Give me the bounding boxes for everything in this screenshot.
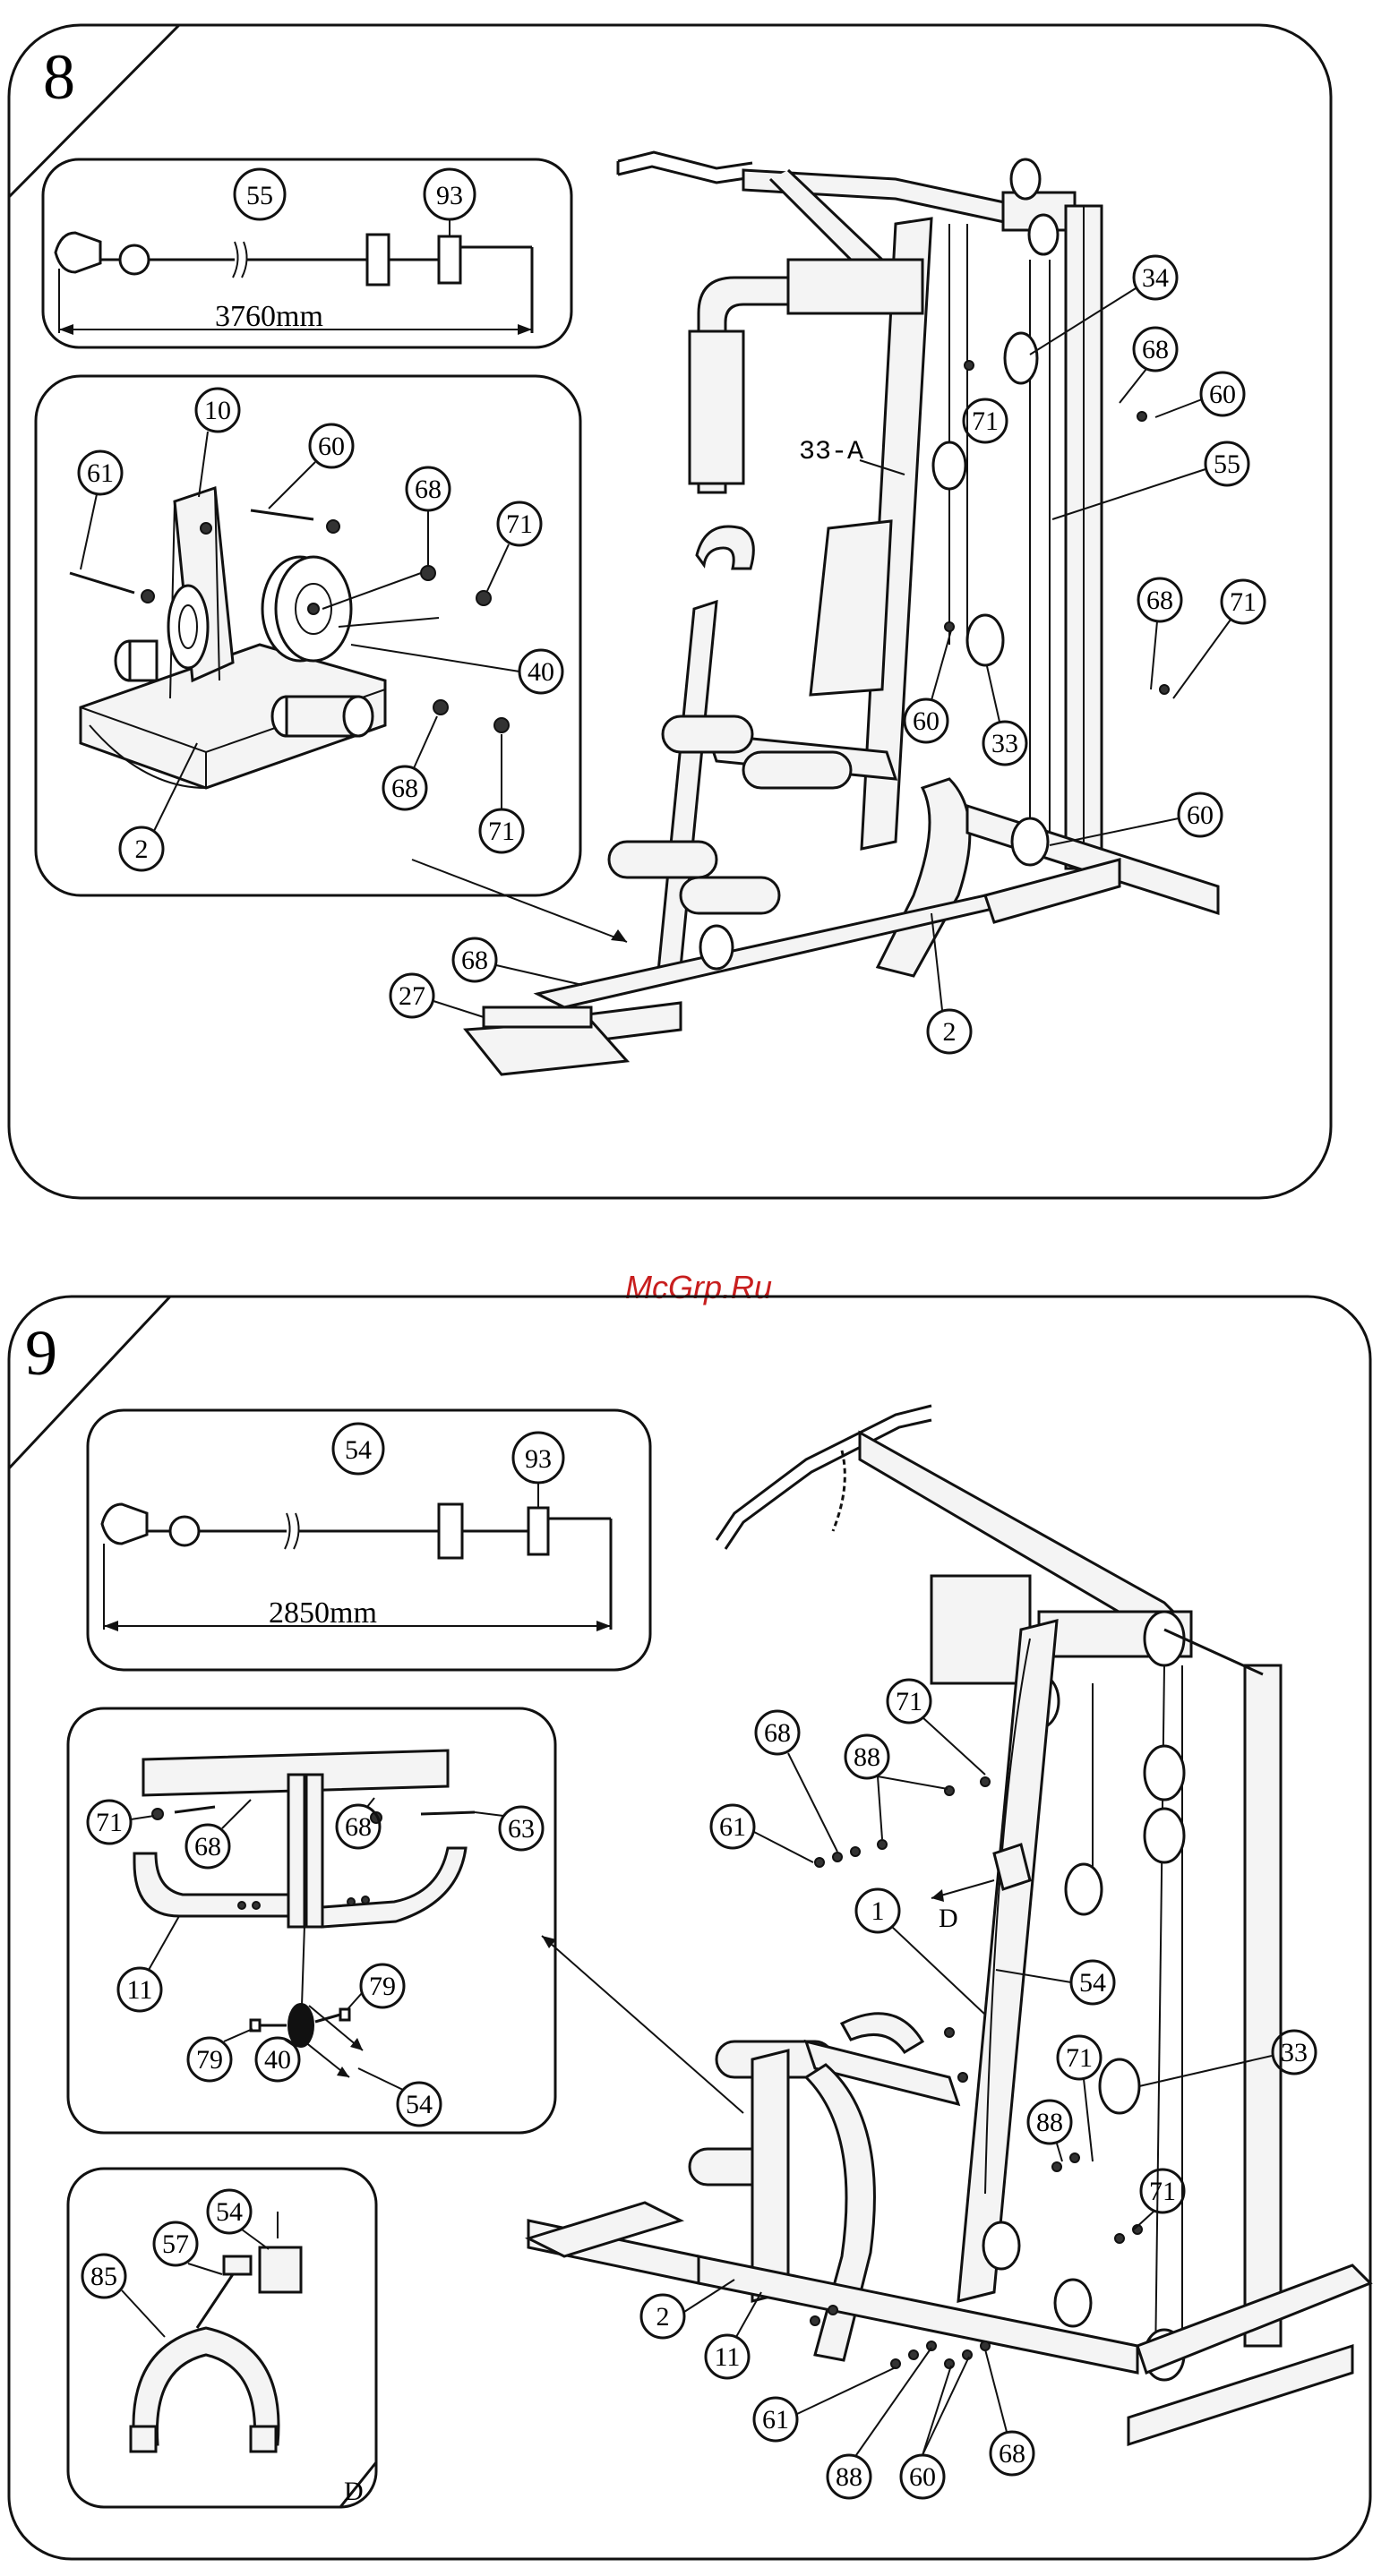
step-8-label-27: 27 xyxy=(399,981,425,1011)
step-9-label-61b: 61 xyxy=(762,2405,789,2435)
step-9-label-88a: 88 xyxy=(854,1742,880,1772)
step-9-label-54: 54 xyxy=(1079,1968,1106,1998)
step-9-handle-label-85: 85 xyxy=(90,2262,117,2291)
step-9-label-11: 11 xyxy=(715,2342,741,2372)
step-9-label-71c: 71 xyxy=(1149,2177,1176,2206)
step-8-cable-part-label: 55 xyxy=(246,181,273,210)
step-8-label-10: 10 xyxy=(204,396,231,425)
step-8-label-68b: 68 xyxy=(1146,586,1173,615)
step-8-label-40: 40 xyxy=(528,657,554,687)
step-8-stop-part-label: 93 xyxy=(436,181,463,210)
step-9-handle-label-54: 54 xyxy=(216,2197,243,2227)
step-8-label-33a: 33-A xyxy=(799,437,863,467)
step-8-machine-drawing xyxy=(466,152,1218,1074)
step-9-panel: 9 2850mm 54 93 xyxy=(9,1297,1370,2559)
step-9-cable-part-label: 54 xyxy=(345,1435,372,1465)
step-9-number: 9 xyxy=(25,1317,57,1389)
step-9-label-88c: 88 xyxy=(836,2462,862,2492)
step-9-label-68a: 68 xyxy=(764,1718,791,1748)
step-9-bar-label-11: 11 xyxy=(127,1975,153,2005)
step-8-label-34: 34 xyxy=(1142,263,1169,293)
step-8-label-2: 2 xyxy=(943,1017,957,1047)
step-9-handle-label-57: 57 xyxy=(162,2229,189,2259)
step-9-label-D: D xyxy=(939,1904,958,1933)
step-8-label-2: 2 xyxy=(135,834,149,864)
step-8-label-68c: 68 xyxy=(461,946,488,975)
step-8-pulley-detail: 10 60 61 68 71 40 68 71 2 xyxy=(36,376,580,895)
step-9-handle-label-D: D xyxy=(344,2477,364,2506)
step-8-label-71b: 71 xyxy=(488,817,515,846)
step-8-cable-length: 3760mm xyxy=(215,300,323,333)
step-9-bar-label-79b: 79 xyxy=(196,2045,223,2075)
step-8-cable-detail: 3760mm 55 93 xyxy=(43,159,571,347)
step-8-number: 8 xyxy=(43,41,75,113)
step-8-label-60b: 60 xyxy=(1187,800,1214,830)
step-9-label-71b: 71 xyxy=(1066,2043,1093,2073)
step-9-bar-label-79a: 79 xyxy=(369,1972,396,2001)
step-8-label-71a: 71 xyxy=(506,509,533,539)
step-9-bar-label-68b: 68 xyxy=(345,1812,372,1842)
step-9-label-60: 60 xyxy=(909,2462,936,2492)
step-9-label-68b: 68 xyxy=(999,2439,1025,2469)
step-8-label-71b: 71 xyxy=(1230,587,1257,617)
step-8-label-68a: 68 xyxy=(415,475,442,504)
step-9-bar-label-71: 71 xyxy=(96,1808,123,1837)
step-8-label-68b: 68 xyxy=(391,774,418,803)
step-8-label-71a: 71 xyxy=(972,407,999,436)
step-9-stop-part-label: 93 xyxy=(525,1444,552,1474)
step-9-label-1: 1 xyxy=(871,1896,885,1926)
step-8-label-33: 33 xyxy=(991,729,1018,758)
step-9-bar-label-68a: 68 xyxy=(194,1832,221,1861)
step-9-cable-length: 2850mm xyxy=(269,1596,377,1630)
step-9-bar-label-40: 40 xyxy=(264,2045,291,2075)
step-9-bar-label-63: 63 xyxy=(508,1814,535,1844)
step-9-label-71a: 71 xyxy=(896,1687,922,1716)
step-9-label-33: 33 xyxy=(1281,2038,1308,2067)
step-8-label-68a: 68 xyxy=(1142,335,1169,364)
step-8-label-55: 55 xyxy=(1214,449,1240,479)
step-9-label-61a: 61 xyxy=(719,1812,746,1842)
step-8-label-60: 60 xyxy=(318,432,345,461)
step-9-bar-label-54: 54 xyxy=(406,2090,433,2119)
step-8-label-60a: 60 xyxy=(1209,380,1236,409)
step-8-panel: 8 3760mm 55 93 xyxy=(9,25,1331,1198)
step-9-label-2: 2 xyxy=(656,2302,670,2332)
step-8-label-61: 61 xyxy=(87,458,114,488)
step-8-label-60c: 60 xyxy=(913,706,940,736)
step-9-label-88b: 88 xyxy=(1036,2108,1063,2137)
